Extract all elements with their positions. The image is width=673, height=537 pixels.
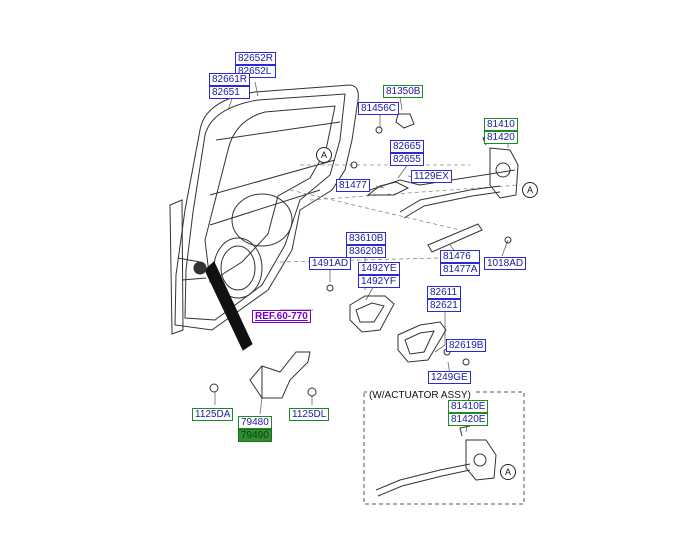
part-1249GE[interactable]: 1249GE — [428, 371, 471, 384]
group-81476: 81476 81477A — [440, 250, 481, 276]
group-1018: 1018AD — [484, 257, 527, 270]
door-cable-band — [204, 261, 253, 351]
part-82652R[interactable]: 82652R — [235, 52, 277, 65]
part-79480[interactable]: 79480 — [238, 416, 272, 429]
part-82665[interactable]: 82665 — [390, 140, 424, 153]
group-82619: 82619B — [446, 339, 487, 352]
part-82621[interactable]: 82621 — [427, 299, 461, 312]
part-1125DA[interactable]: 1125DA — [192, 408, 234, 421]
door-frame — [169, 84, 359, 335]
callout-a-door: A — [316, 147, 332, 163]
part-81477[interactable]: 81477 — [336, 179, 370, 192]
group-81410: 81410 81420 — [484, 118, 518, 144]
group-82665: 82665 82655 — [390, 140, 424, 166]
inside-handle — [349, 295, 395, 333]
part-1491AD[interactable]: 1491AD — [309, 257, 352, 270]
actuator-assy-box — [363, 391, 525, 505]
outside-handle — [397, 321, 447, 363]
part-82655[interactable]: 82655 — [390, 153, 424, 166]
part-83620B[interactable]: 83620B — [346, 245, 387, 258]
group-82611: 82611 82621 — [427, 286, 461, 312]
part-81476[interactable]: 81476 — [440, 250, 481, 263]
part-82661R[interactable]: 82661R — [209, 73, 251, 86]
actuator-latch — [375, 425, 497, 497]
group-81350: 81350B — [383, 85, 424, 98]
group-81456: 81456C — [358, 102, 400, 115]
part-81410E[interactable]: 81410E — [448, 400, 489, 413]
part-81477A[interactable]: 81477A — [440, 263, 481, 276]
part-82619B[interactable]: 82619B — [446, 339, 487, 352]
part-82611[interactable]: 82611 — [427, 286, 461, 299]
door-checker — [209, 351, 317, 399]
part-1018AD[interactable]: 1018AD — [484, 257, 527, 270]
ref-60-770-link[interactable]: REF.60-770 — [252, 310, 311, 323]
group-81477: 81477 — [336, 179, 370, 192]
part-1129EX[interactable]: 1129EX — [411, 170, 452, 183]
part-83610B[interactable]: 83610B — [346, 232, 387, 245]
group-1129: 1129EX — [411, 170, 452, 183]
part-1125DL[interactable]: 1125DL — [289, 408, 330, 421]
group-1249: 1249GE — [428, 371, 471, 384]
callout-a-latch: A — [522, 182, 538, 198]
part-79490[interactable]: 79490 — [238, 429, 272, 442]
part-81420E[interactable]: 81420E — [448, 413, 489, 426]
group-82652: 82652R 82652L — [235, 52, 277, 78]
group-79480: 79480 79490 — [238, 416, 272, 442]
part-81350B[interactable]: 81350B — [383, 85, 424, 98]
part-1492YF[interactable]: 1492YF — [358, 275, 400, 288]
group-1125dl: 1125DL — [289, 408, 330, 421]
part-82651[interactable]: 82651 — [209, 86, 251, 99]
group-82661: 82661R 82651 — [209, 73, 251, 99]
part-1492YE[interactable]: 1492YE — [358, 262, 400, 275]
part-81456C[interactable]: 81456C — [358, 102, 400, 115]
group-1491: 1491AD — [309, 257, 352, 270]
callout-a-actuator: A — [500, 464, 516, 480]
group-81410e: 81410E 81420E — [448, 400, 489, 426]
group-1125da: 1125DA — [192, 408, 234, 421]
group-83610: 83610B 83620B — [346, 232, 387, 258]
part-81410[interactable]: 81410 — [484, 118, 518, 131]
actuator-assy-note: (W/ACTUATOR ASSY) — [367, 390, 473, 401]
group-1492: 1492YE 1492YF — [358, 262, 400, 288]
part-81420[interactable]: 81420 — [484, 131, 518, 144]
